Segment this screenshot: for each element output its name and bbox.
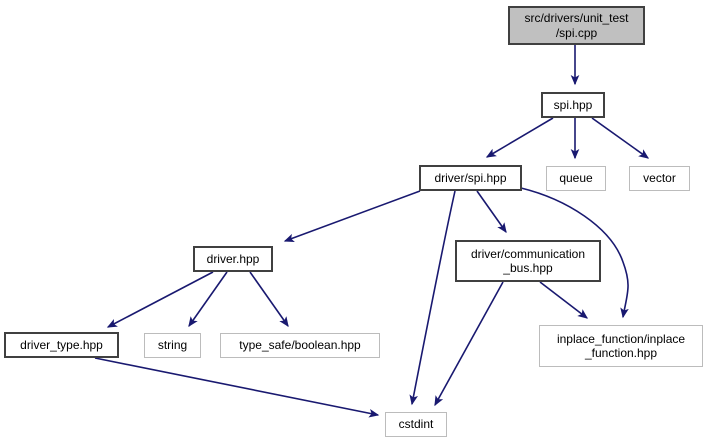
node-spi-hpp[interactable]: spi.hpp bbox=[541, 92, 605, 118]
node-string[interactable]: string bbox=[144, 333, 201, 358]
edge-driver_spi_hpp-to-driver_hpp bbox=[283, 190, 421, 242]
edge-driver_hpp-to-driver_type_hpp bbox=[106, 271, 214, 328]
node-label: cstdint bbox=[398, 417, 434, 432]
node-type-safe-boolean-hpp[interactable]: type_safe/boolean.hpp bbox=[220, 333, 380, 358]
edge-driver_type_hpp-to-cstdint bbox=[94, 357, 380, 418]
edge-spi_hpp-to-driver_spi_hpp bbox=[485, 117, 554, 158]
node-label: string bbox=[157, 338, 188, 353]
edge-driver_hpp-to-string bbox=[188, 271, 228, 328]
node-label: type_safe/boolean.hpp bbox=[239, 338, 361, 353]
node-queue[interactable]: queue bbox=[546, 166, 606, 191]
node-inplace-function-hpp[interactable]: inplace_function/inplace _function.hpp bbox=[539, 325, 703, 367]
node-label: inplace_function/inplace _function.hpp bbox=[556, 331, 686, 360]
edge-driver_spi_hpp-to-driver_communication_bus_hpp bbox=[476, 190, 507, 234]
node-driver-communication-bus-hpp[interactable]: driver/communication _bus.hpp bbox=[455, 240, 601, 282]
node-driver-hpp[interactable]: driver.hpp bbox=[193, 246, 273, 272]
node-driver-type-hpp[interactable]: driver_type.hpp bbox=[4, 332, 119, 358]
node-driver-spi-hpp[interactable]: driver/spi.hpp bbox=[419, 165, 522, 191]
edge-driver_spi_hpp-to-inplace_function_hpp bbox=[520, 187, 629, 319]
node-label: spi.hpp bbox=[553, 97, 593, 112]
node-vector[interactable]: vector bbox=[629, 166, 690, 191]
node-label: driver/communication _bus.hpp bbox=[470, 246, 586, 275]
edge-driver_hpp-to-type_safe_boolean_hpp bbox=[249, 271, 289, 328]
node-label: src/drivers/unit_test /spi.cpp bbox=[524, 11, 629, 40]
node-label: vector bbox=[643, 171, 676, 186]
node-label: driver/spi.hpp bbox=[434, 170, 507, 185]
edge-driver_spi_hpp-to-cstdint bbox=[409, 190, 456, 406]
edges-group bbox=[94, 45, 650, 418]
edge-spi_hpp-to-vector bbox=[591, 117, 650, 159]
node-label: driver_type.hpp bbox=[20, 337, 103, 352]
node-cstdint[interactable]: cstdint bbox=[385, 412, 447, 437]
edge-driver_communication_bus_hpp-to-cstdint bbox=[434, 281, 504, 407]
node-src-drivers-unit-test-spi-cpp[interactable]: src/drivers/unit_test /spi.cpp bbox=[508, 6, 645, 45]
edge-driver_communication_bus_hpp-to-inplace_function_hpp bbox=[539, 281, 589, 319]
node-label: queue bbox=[559, 171, 593, 186]
node-label: driver.hpp bbox=[206, 251, 260, 266]
